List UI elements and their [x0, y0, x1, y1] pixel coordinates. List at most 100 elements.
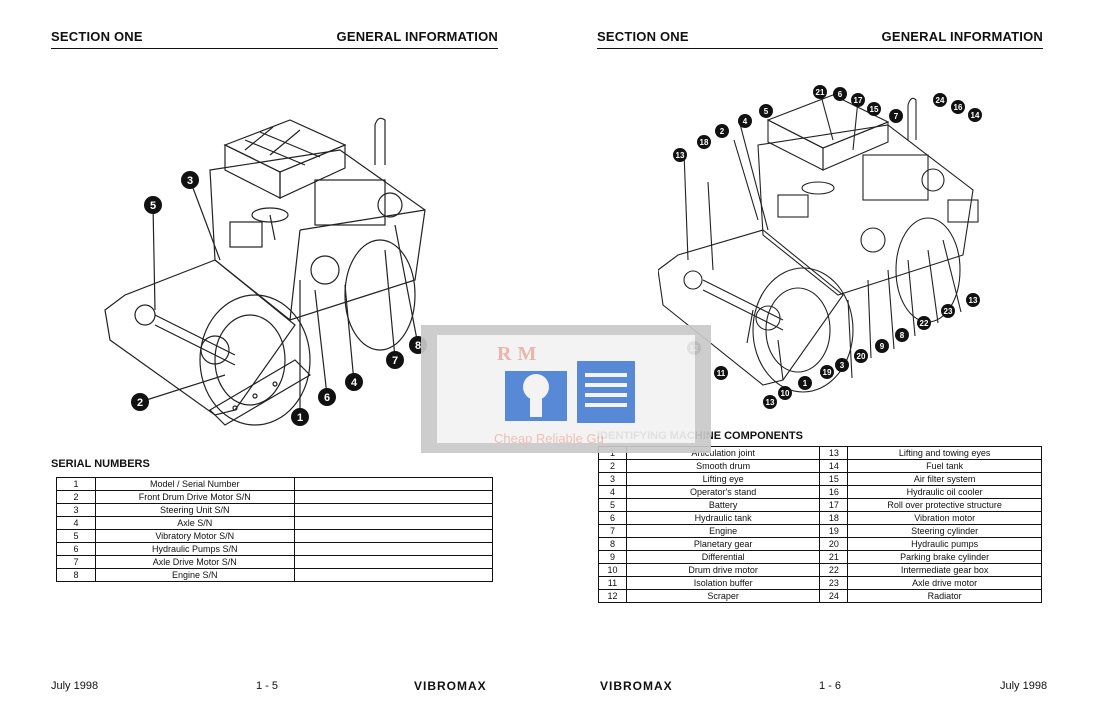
- page-number: 1 - 6: [819, 680, 842, 692]
- watermark-letters: RM: [497, 343, 543, 365]
- serial-item: Hydraulic Pumps S/N: [94, 542, 295, 556]
- callout-label: 14: [971, 111, 980, 120]
- callout-label: 1: [803, 379, 808, 388]
- component-number: 20: [819, 537, 849, 551]
- serial-value: [293, 503, 494, 517]
- callout-label: 11: [717, 369, 726, 378]
- component-name: Steering cylinder: [847, 524, 1042, 538]
- component-name: Isolation buffer: [625, 576, 821, 590]
- serial-value: [293, 529, 494, 543]
- watermark-panel: RM Cheap Reliable Gu: [437, 335, 695, 446]
- serial-item: Front Drum Drive Motor S/N: [94, 490, 295, 504]
- component-name: Differential: [625, 550, 821, 564]
- callout-label: 20: [857, 352, 866, 361]
- component-number: 12: [598, 589, 627, 603]
- section-title: SECTION ONE: [597, 29, 689, 44]
- component-name: Roll over protective structure: [847, 498, 1042, 512]
- callout-label: 6: [324, 392, 330, 404]
- component-name: Radiator: [847, 589, 1042, 603]
- callout-label: 23: [944, 307, 953, 316]
- callout-label: 4: [743, 117, 748, 126]
- footer-date: July 1998: [51, 680, 99, 692]
- component-number: 11: [598, 576, 627, 590]
- roller-illustration-left: 5 3 2 1 6 4 7 8: [104, 117, 427, 426]
- serial-item: Axle S/N: [94, 516, 295, 530]
- header-subject: GENERAL INFORMATION: [881, 29, 1043, 44]
- component-number: 8: [598, 537, 627, 551]
- component-number: 19: [819, 524, 849, 538]
- callout-label: 15: [870, 105, 879, 114]
- callout-label: 18: [700, 138, 709, 147]
- component-name: Parking brake cylinder: [847, 550, 1042, 564]
- header-subject: GENERAL INFORMATION: [336, 29, 498, 44]
- callout-label: 8: [415, 340, 421, 352]
- serial-value: [293, 542, 494, 556]
- callout-label: 8: [900, 331, 905, 340]
- section-title: SECTION ONE: [51, 29, 143, 44]
- component-number: 4: [598, 485, 627, 499]
- component-name: Lifting eye: [625, 472, 821, 486]
- callout-label: 17: [854, 96, 863, 105]
- callout-label: 5: [764, 107, 769, 116]
- component-name: Fuel tank: [847, 459, 1042, 473]
- callout-label: 3: [840, 361, 845, 370]
- row-number: 6: [56, 542, 96, 556]
- wrench-icon: [505, 361, 635, 423]
- component-number: 22: [819, 563, 849, 577]
- callout-label: 13: [676, 151, 685, 160]
- serial-value: [293, 477, 494, 491]
- row-number: 4: [56, 516, 96, 530]
- component-name: Scraper: [625, 589, 821, 603]
- serial-item: Axle Drive Motor S/N: [94, 555, 295, 569]
- row-number: 8: [56, 568, 96, 582]
- row-number: 1: [56, 477, 96, 491]
- component-number: 24: [819, 589, 849, 603]
- component-number: 13: [819, 446, 849, 460]
- callout-label: 22: [920, 319, 929, 328]
- right-page-header: SECTION ONE GENERAL INFORMATION: [597, 24, 1043, 49]
- serial-item: Model / Serial Number: [94, 477, 295, 491]
- component-name: Operator's stand: [625, 485, 821, 499]
- callout-label: 16: [954, 103, 963, 112]
- footer-date: July 1998: [1000, 680, 1048, 692]
- vibromax-logo: VIBROMAX: [414, 679, 487, 693]
- component-number: 7: [598, 524, 627, 538]
- component-number: 16: [819, 485, 849, 499]
- row-number: 2: [56, 490, 96, 504]
- callout-label: 1: [297, 412, 303, 424]
- component-name: Hydraulic tank: [625, 511, 821, 525]
- serial-item: Engine S/N: [94, 568, 295, 582]
- callout-label: 5: [150, 200, 156, 212]
- component-number: 15: [819, 472, 849, 486]
- serial-numbers-heading: SERIAL NUMBERS: [51, 458, 150, 470]
- component-number: 17: [819, 498, 849, 512]
- row-number: 3: [56, 503, 96, 517]
- component-number: 14: [819, 459, 849, 473]
- component-name: Engine: [625, 524, 821, 538]
- callout-label: 13: [766, 398, 775, 407]
- component-number: 5: [598, 498, 627, 512]
- component-number: 23: [819, 576, 849, 590]
- callout-label: 21: [816, 88, 825, 97]
- component-number: 10: [598, 563, 627, 577]
- serial-value: [293, 568, 494, 582]
- component-name: Intermediate gear box: [847, 563, 1042, 577]
- callout-label: 3: [187, 175, 193, 187]
- component-number: 18: [819, 511, 849, 525]
- left-page-header: SECTION ONE GENERAL INFORMATION: [51, 24, 498, 49]
- serial-item: Steering Unit S/N: [94, 503, 295, 517]
